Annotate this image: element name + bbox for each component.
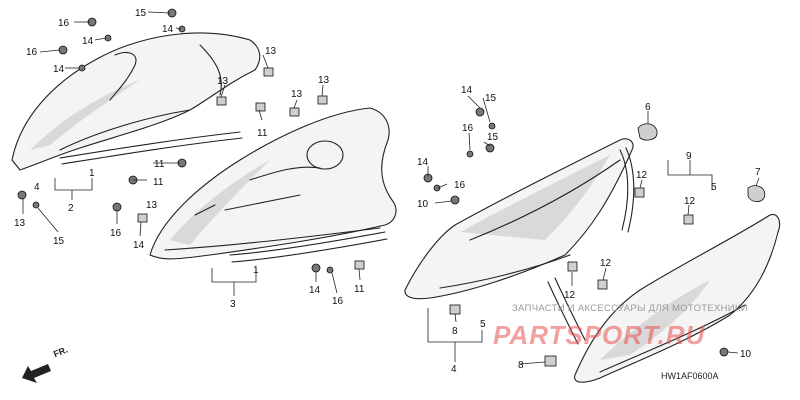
callout-12: 12 [684,196,696,207]
callout-15: 15 [487,132,499,143]
callout-14: 14 [133,240,145,251]
callout-labels: 16 14 15 14 16 14 13 13 11 11 11 13 13 1… [14,8,761,375]
callout-13: 13 [217,76,229,87]
callout-13: 13 [14,218,26,229]
callout-12: 12 [600,258,612,269]
callout-2: 2 [68,203,74,214]
callout-10: 10 [740,349,752,360]
under-cover[interactable] [404,138,635,300]
lower-side-cover[interactable] [547,213,781,383]
callout-4: 4 [34,182,40,193]
callout-13: 13 [291,89,303,100]
callout-16: 16 [26,47,38,58]
watermark-text: ЗАПЧАСТИ И АКСЕССУАРЫ ДЛЯ МОТОТЕХНИКИ [512,303,748,314]
callout-16: 16 [110,228,122,239]
callout-1: 1 [253,265,259,276]
callout-1: 1 [89,168,95,179]
callout-16: 16 [58,18,70,29]
callout-9: 9 [686,151,692,162]
callout-13: 13 [318,75,330,86]
callout-16: 16 [332,296,344,307]
callout-15: 15 [485,93,497,104]
callout-6: 6 [645,102,651,113]
callout-5: 5 [480,319,486,330]
callout-14: 14 [162,24,174,35]
callout-14: 14 [461,85,473,96]
upper-rear-cowl[interactable] [11,32,261,171]
callout-14: 14 [82,36,94,47]
callout-16: 16 [462,123,474,134]
callout-11: 11 [154,159,165,170]
callout-14: 14 [417,157,429,168]
watermark-logo: PARTSPORT.RU [493,320,706,350]
callout-5: 5 [711,182,717,193]
callout-15: 15 [135,8,147,19]
diagram-code: HW1AF0600A [661,371,719,381]
callout-11: 11 [153,177,164,188]
callout-4: 4 [451,364,457,375]
callout-14: 14 [53,64,65,75]
callout-13: 13 [146,200,158,211]
callout-10: 10 [417,199,429,210]
hardware-group [17,8,766,367]
callout-7: 7 [755,167,761,178]
callout-15: 15 [53,236,65,247]
callout-8: 8 [518,360,524,371]
callout-16: 16 [454,180,466,191]
callout-12: 12 [636,170,648,181]
callout-12: 12 [564,290,576,301]
callout-13: 13 [265,46,277,57]
callout-11: 11 [257,128,268,139]
leader-lines [22,11,760,365]
front-arrow-icon [22,364,51,383]
callout-3: 3 [230,299,236,310]
mid-side-cover[interactable] [149,107,397,263]
callout-11: 11 [354,284,365,295]
callout-8: 8 [452,326,458,337]
callout-14: 14 [309,285,321,296]
